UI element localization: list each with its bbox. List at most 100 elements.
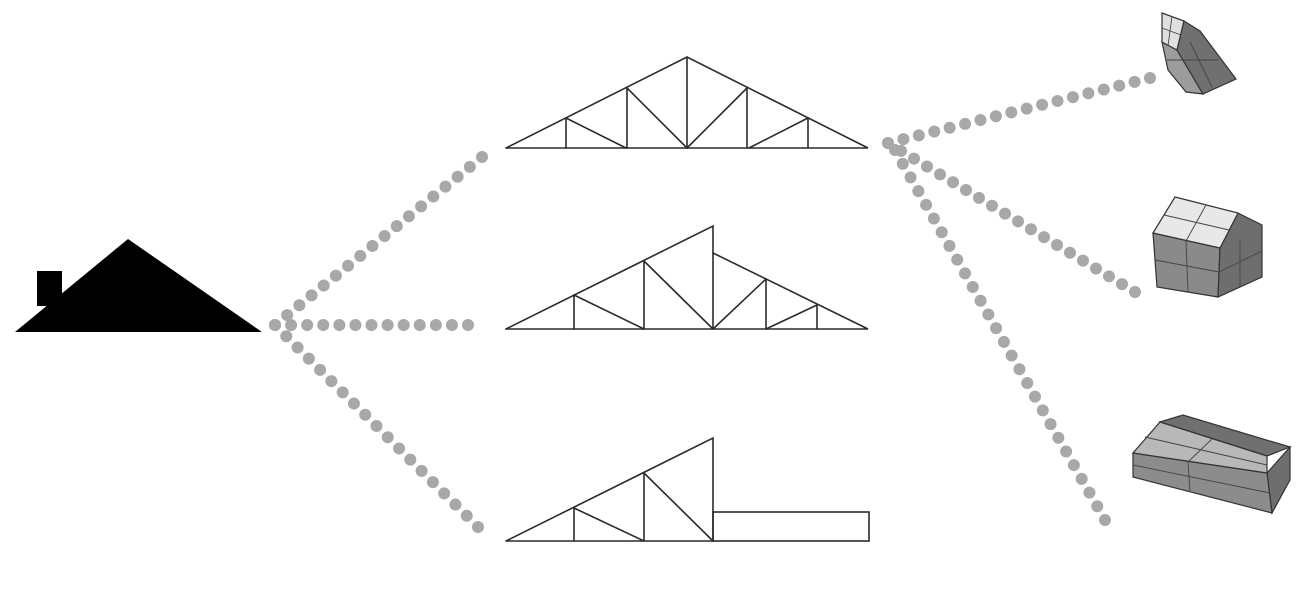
connector-dot bbox=[1128, 75, 1141, 88]
connector-dot bbox=[1060, 445, 1073, 458]
connector-dot bbox=[415, 464, 428, 477]
connector-dot bbox=[921, 160, 933, 173]
connector-dot bbox=[413, 319, 426, 331]
connector-dot bbox=[1029, 390, 1041, 403]
connector-dot bbox=[1097, 83, 1110, 96]
connector-dot bbox=[960, 184, 972, 197]
connector-dot bbox=[928, 125, 941, 138]
truss-member bbox=[748, 117, 809, 149]
connector-dot bbox=[462, 319, 474, 331]
connector-dot bbox=[897, 133, 910, 146]
roof-silhouette bbox=[15, 239, 262, 332]
connector-dot bbox=[990, 322, 1003, 335]
stepped-truss bbox=[505, 224, 869, 330]
connector-dot bbox=[317, 279, 330, 292]
connector-dot bbox=[1038, 231, 1050, 244]
connector-dot bbox=[269, 319, 281, 331]
connector-dot bbox=[381, 319, 394, 331]
connector-dot bbox=[999, 207, 1011, 220]
connector-dot bbox=[1144, 72, 1156, 84]
connector-dot bbox=[476, 151, 488, 163]
connector-dot bbox=[336, 386, 349, 399]
connector-dot bbox=[472, 521, 484, 533]
connector-dot bbox=[325, 375, 338, 388]
connector-dot bbox=[951, 253, 964, 266]
top-face bbox=[1131, 421, 1268, 474]
connector-dot bbox=[378, 230, 391, 243]
connector-dot bbox=[460, 509, 473, 522]
connector-dot bbox=[1082, 87, 1095, 100]
connector-dot bbox=[889, 144, 901, 156]
connector-dot bbox=[1090, 262, 1102, 275]
connector-dot bbox=[1051, 94, 1064, 107]
grid-line bbox=[1161, 27, 1182, 36]
connector-dot bbox=[281, 309, 294, 322]
connector-dot bbox=[904, 171, 917, 184]
flat-box-model bbox=[1131, 414, 1292, 515]
grid-line bbox=[1189, 41, 1213, 88]
connector-dot bbox=[1091, 500, 1104, 513]
connector-dot bbox=[463, 160, 476, 173]
connector-dot bbox=[317, 319, 330, 331]
dotted-connectors bbox=[269, 72, 1156, 533]
connector-dot bbox=[912, 129, 925, 142]
connector-dot bbox=[974, 294, 987, 307]
connector-dot bbox=[280, 330, 293, 343]
connector-dot bbox=[333, 319, 346, 331]
connector-dot bbox=[370, 420, 383, 432]
connector-dot bbox=[1005, 106, 1018, 119]
connector-dot bbox=[285, 319, 298, 331]
grid-line bbox=[1154, 259, 1220, 273]
connector-dot bbox=[397, 319, 410, 331]
connector-dot bbox=[404, 453, 417, 466]
grid-line bbox=[1163, 214, 1230, 231]
connector-dot bbox=[912, 185, 925, 198]
connector-dot bbox=[989, 110, 1002, 123]
connector-dot bbox=[1067, 459, 1080, 472]
side-face bbox=[1176, 20, 1237, 95]
connector-dot bbox=[390, 220, 403, 233]
connector-dot bbox=[974, 114, 987, 127]
mono-truss-with-flat-extension bbox=[505, 436, 870, 542]
grid-line bbox=[1187, 461, 1191, 493]
chimney bbox=[37, 271, 62, 306]
grid-line bbox=[1187, 437, 1214, 463]
connector-dot bbox=[305, 289, 318, 302]
connector-dot bbox=[1116, 278, 1128, 291]
connector-dot bbox=[291, 341, 304, 354]
connector-dot bbox=[347, 397, 360, 410]
connector-dot bbox=[438, 487, 451, 500]
connector-dot bbox=[1005, 349, 1018, 362]
connector-dot bbox=[982, 308, 995, 321]
house-silhouette-icon bbox=[15, 239, 262, 332]
connector-dot bbox=[342, 259, 355, 272]
connector-dot bbox=[1025, 223, 1037, 236]
connector-dot bbox=[1129, 286, 1141, 298]
connector-dot bbox=[934, 168, 946, 181]
grid-line bbox=[1218, 250, 1263, 273]
connector-dot bbox=[1064, 246, 1076, 259]
truss-member bbox=[712, 278, 767, 330]
connector-dot bbox=[1021, 376, 1034, 389]
grid-line bbox=[1144, 436, 1268, 466]
connector-dot bbox=[1077, 254, 1089, 267]
truss-member bbox=[765, 304, 818, 330]
connector-dot bbox=[1044, 418, 1057, 431]
symmetric-truss bbox=[505, 56, 869, 149]
connector-dot bbox=[449, 498, 462, 511]
connector-dot bbox=[908, 152, 920, 165]
connector-dot bbox=[966, 281, 979, 294]
connector-dot bbox=[947, 176, 959, 189]
connector-dot bbox=[329, 269, 342, 282]
connector-dot bbox=[1075, 472, 1088, 485]
truss-member bbox=[573, 507, 645, 542]
tilted-box-model bbox=[1161, 12, 1237, 95]
connector-dot bbox=[393, 442, 406, 455]
connector-dot bbox=[1099, 514, 1111, 526]
connector-dot bbox=[293, 299, 306, 312]
connector-dot bbox=[302, 352, 315, 365]
truss-member bbox=[643, 260, 714, 330]
connector-dot bbox=[402, 210, 415, 223]
